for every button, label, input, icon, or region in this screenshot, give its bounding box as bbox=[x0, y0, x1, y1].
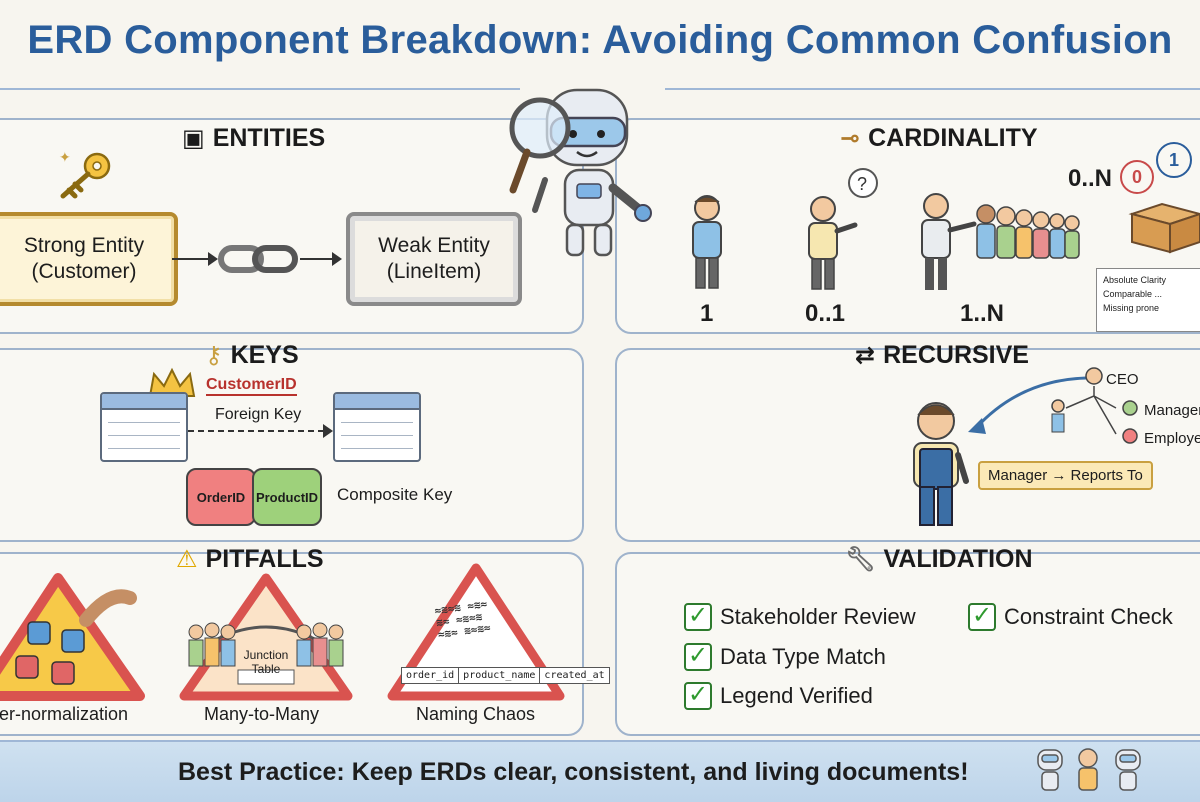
validation-panel bbox=[615, 552, 1200, 736]
primary-table-icon bbox=[100, 392, 188, 462]
magnifier-robot-icon bbox=[509, 88, 652, 257]
over-normalization-warning bbox=[0, 573, 145, 701]
person-icon bbox=[692, 195, 722, 289]
naming-col: product_name bbox=[459, 668, 541, 683]
weak-entity-label: Weak Entity bbox=[378, 234, 490, 257]
cardinality-icon: ⊸ bbox=[840, 125, 861, 152]
check-constraint-check: ✓ Constraint Check bbox=[968, 603, 1173, 631]
entity-icon: ▣ bbox=[182, 125, 205, 152]
legend-item: Comparable ... bbox=[1103, 289, 1163, 299]
crown-icon bbox=[148, 367, 196, 397]
foreign-key-label: Foreign Key bbox=[215, 406, 302, 423]
box-icon bbox=[1128, 202, 1200, 254]
manager-reports-to-label: Manager → Reports To bbox=[978, 461, 1153, 490]
svg-text:✦: ✦ bbox=[59, 149, 71, 165]
worker-icon bbox=[913, 402, 969, 526]
composite-key-label: Composite Key bbox=[337, 485, 453, 504]
org-manager: Manager bbox=[1144, 402, 1200, 419]
entity-arrow-right bbox=[300, 252, 342, 266]
check-stakeholder-review: ✓ Stakeholder Review bbox=[684, 603, 916, 631]
strong-entity-sub: (Customer) bbox=[31, 260, 137, 283]
weak-entity-sub: (LineItem) bbox=[386, 260, 482, 283]
mini-robots-icon bbox=[1037, 748, 1141, 791]
strong-entity-label: Strong Entity bbox=[23, 234, 145, 257]
cardinality-label-one: 1 bbox=[700, 300, 714, 327]
foreign-table-icon bbox=[333, 392, 421, 462]
puzzle-piece-order-id: OrderID bbox=[186, 468, 256, 526]
recursive-arrow bbox=[968, 376, 1087, 434]
wrench-icon: 🔧︎ bbox=[845, 546, 876, 573]
title-rule-right bbox=[665, 88, 1200, 90]
recursive-heading: ⇄ RECURSIVE bbox=[855, 341, 1029, 369]
naming-chaos-warning bbox=[387, 563, 565, 701]
org-ceo: CEO bbox=[1106, 371, 1139, 388]
org-employee: Employee bbox=[1144, 430, 1200, 447]
cardinality-label-zero-many: 0..N bbox=[1068, 165, 1113, 192]
chain-link-icon bbox=[218, 245, 298, 273]
cardinality-legend: Absolute Clarity Comparable ... Missing … bbox=[1096, 268, 1200, 332]
svg-text:?: ? bbox=[857, 174, 867, 194]
validation-heading: 🔧︎ VALIDATION bbox=[845, 545, 1033, 573]
title-rule-left bbox=[0, 88, 520, 90]
key-icon: ⚷ bbox=[205, 342, 223, 369]
recursive-icon: ⇄ bbox=[855, 342, 876, 369]
many-to-many-warning bbox=[179, 573, 353, 701]
page-title: ERD Component Breakdown: Avoiding Common… bbox=[27, 18, 1173, 62]
foreign-key-arrowhead bbox=[323, 424, 333, 438]
check-legend-verified: ✓ Legend Verified bbox=[684, 682, 873, 710]
puzzle-piece-product-id: ProductID bbox=[252, 468, 322, 526]
questioning-person-icon: ? bbox=[808, 168, 878, 290]
legend-item: Absolute Clarity bbox=[1103, 275, 1167, 285]
strong-entity-box: Strong Entity (Customer) bbox=[0, 212, 178, 306]
naming-cols-table: order_id product_name created_at bbox=[401, 667, 610, 684]
pitfall-over-normalization: Over-normalization bbox=[0, 704, 129, 724]
junction-table-label: Junction Table bbox=[243, 648, 289, 676]
weak-entity-box: Weak Entity (LineItem) bbox=[346, 212, 522, 306]
org-chart-lines bbox=[1051, 367, 1138, 444]
warning-icon: ⚠ bbox=[176, 546, 198, 573]
entities-heading: ▣ ENTITIES bbox=[182, 124, 326, 152]
recursive-panel bbox=[615, 348, 1200, 542]
key-icon: ✦ bbox=[59, 149, 111, 199]
primary-key-label: CustomerID bbox=[206, 376, 297, 396]
pitfalls-heading: ⚠ PITFALLS bbox=[176, 545, 324, 573]
check-data-type-match: ✓ Data Type Match bbox=[684, 643, 886, 671]
bubble-one: 1 bbox=[1156, 142, 1192, 178]
legend-item: Missing prone bbox=[1103, 303, 1160, 313]
foreign-key-arrow bbox=[188, 430, 324, 432]
group-of-people-icon bbox=[921, 193, 1080, 290]
entity-arrow-left bbox=[172, 252, 218, 266]
check-icon: ✓ bbox=[968, 603, 996, 631]
keys-heading: ⚷ KEYS bbox=[205, 341, 299, 369]
cardinality-label-one-many: 1..N bbox=[960, 300, 1005, 327]
bubble-zero: 0 bbox=[1120, 160, 1154, 194]
cardinality-label-zero-one: 0..1 bbox=[805, 300, 846, 327]
footer-text: Best Practice: Keep ERDs clear, consiste… bbox=[178, 758, 969, 786]
check-icon: ✓ bbox=[684, 643, 712, 671]
footer-banner bbox=[0, 740, 1200, 802]
naming-col: created_at bbox=[544, 670, 605, 681]
pitfall-many-to-many: Many-to-Many bbox=[204, 704, 320, 724]
pitfall-naming-chaos: Naming Chaos bbox=[416, 704, 536, 724]
naming-col: order_id bbox=[402, 668, 460, 683]
cardinality-heading: ⊸ CARDINALITY bbox=[840, 124, 1038, 152]
check-icon: ✓ bbox=[684, 682, 712, 710]
check-icon: ✓ bbox=[684, 603, 712, 631]
